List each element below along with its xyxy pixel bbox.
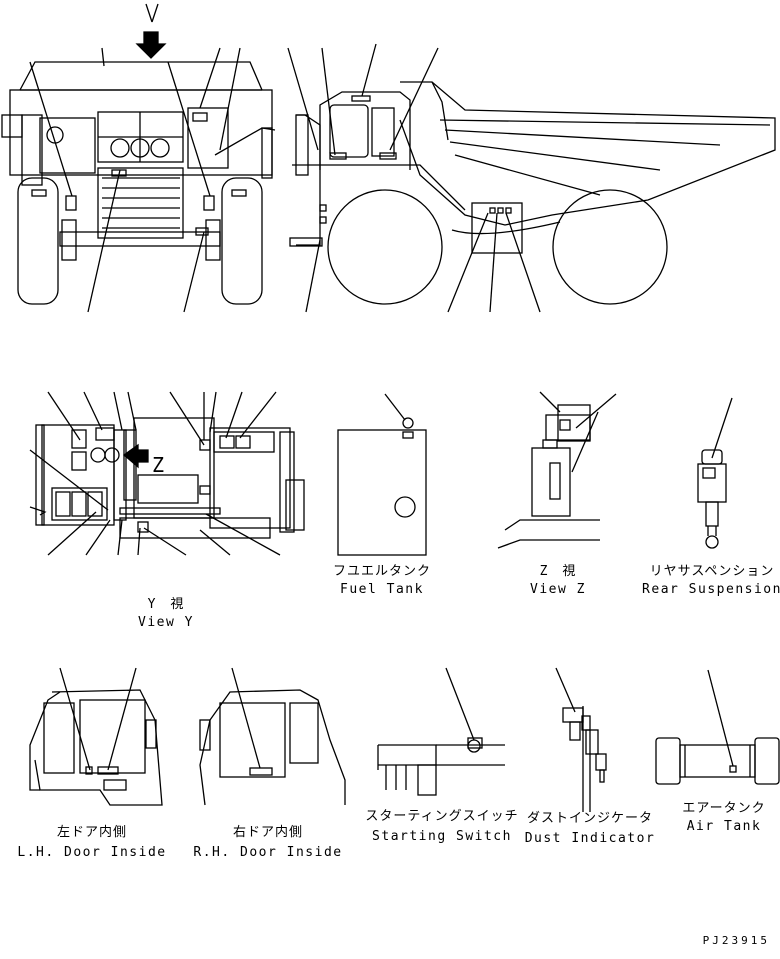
air-tank-drawing: [655, 669, 780, 785]
view-z-drawing: [497, 391, 617, 549]
fuel-tank-caption-jp: フユエルタンク: [333, 564, 431, 579]
view-y-caption-en: View Y: [138, 615, 194, 630]
view-y-arrow: [135, 31, 167, 59]
truck-front-view: Y: [1, 3, 276, 313]
rh-door-caption-jp: 右ドア内側: [233, 824, 303, 840]
view-z-caption-jp: Z 視: [540, 564, 577, 579]
lh-door-caption-en: L.H. Door Inside: [17, 845, 166, 860]
view-y-drawing: Z: [29, 391, 305, 556]
dust-indicator-drawing: [555, 667, 607, 812]
starting-switch-drawing: [377, 667, 505, 796]
arrow-y-label: Y: [145, 9, 146, 11]
rear-suspension-caption-en: Rear Suspension: [642, 582, 780, 597]
captions: Y 視 View Y フユエルタンク Fuel Tank Z 視 View Z …: [17, 564, 780, 947]
view-z-marker: Z: [152, 453, 164, 477]
rh-door-drawing: [199, 667, 346, 806]
view-y-caption-jp: Y 視: [148, 597, 185, 612]
starting-switch-caption-jp: スターティングスイッチ: [365, 809, 518, 824]
fuel-tank-drawing: [337, 393, 427, 556]
rear-suspension-caption-jp: リヤサスペンション: [650, 564, 775, 579]
fuel-tank-caption-en: Fuel Tank: [340, 582, 424, 597]
truck-side-view: [287, 43, 776, 313]
dust-indicator-caption-jp: ダストインジケータ: [527, 811, 653, 826]
rh-door-caption-en: R.H. Door Inside: [193, 845, 342, 860]
view-z-arrow: [122, 443, 149, 469]
view-z-caption-en: View Z: [530, 582, 586, 597]
dust-indicator-caption-en: Dust Indicator: [525, 831, 656, 846]
starting-switch-caption-en: Starting Switch: [372, 829, 512, 844]
lh-door-drawing: [29, 667, 163, 806]
air-tank-caption-en: Air Tank: [687, 819, 762, 834]
rear-suspension-drawing: [697, 397, 733, 549]
lh-door-caption-jp: 左ドア内側: [57, 824, 127, 840]
drawing-code: PJ23915: [703, 934, 770, 947]
air-tank-caption-jp: エアータンク: [682, 801, 765, 816]
